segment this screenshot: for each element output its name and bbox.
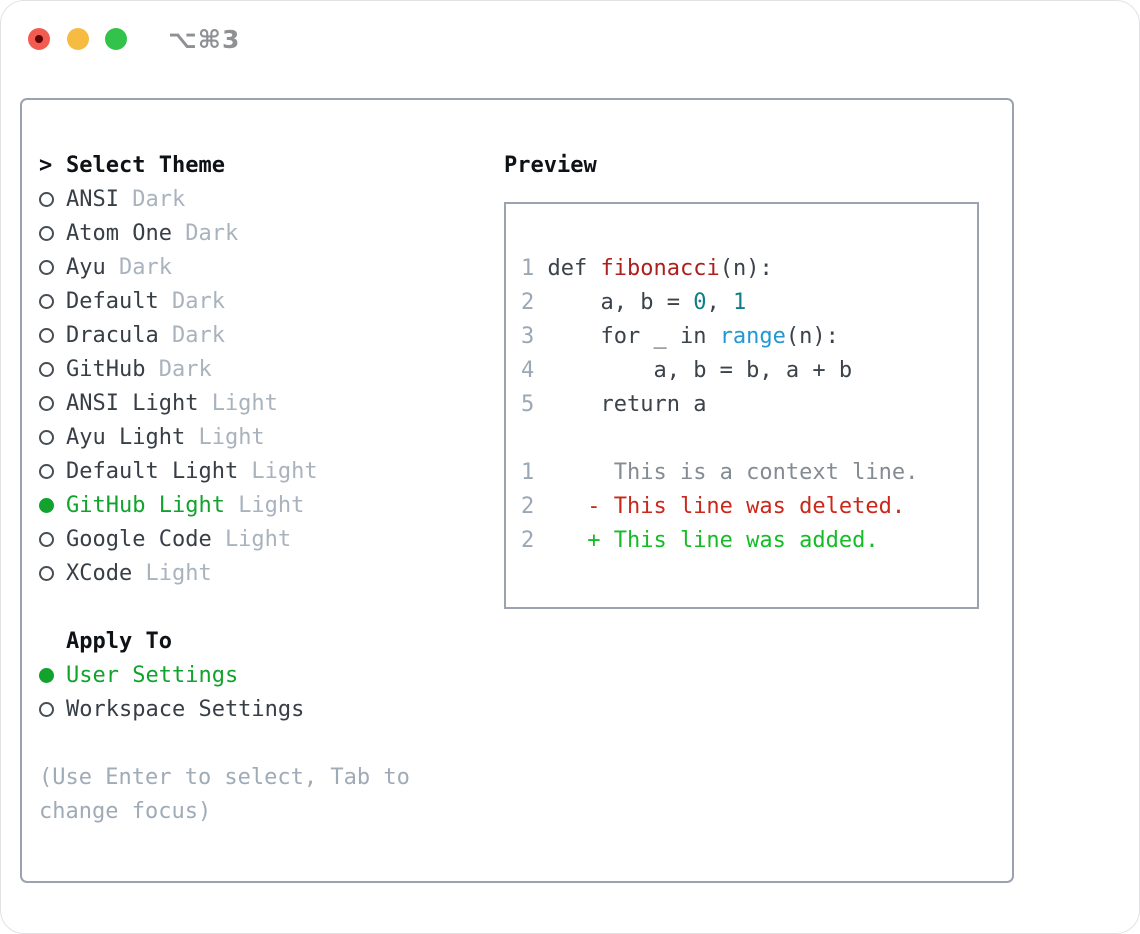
option-tag: Light <box>211 391 278 416</box>
theme-option-google-code[interactable]: Google Code Light <box>39 523 489 557</box>
titlebar: ⌥⌘3 <box>1 1 1139 76</box>
select-theme-header-row: > Select Theme <box>39 149 489 183</box>
radio-icon <box>39 702 54 717</box>
preview-header-row: Preview <box>504 149 994 183</box>
code-line: 1 def fibonacci(n): <box>521 256 773 281</box>
apply-option-user-settings[interactable]: User Settings <box>39 659 489 693</box>
zoom-button[interactable] <box>105 28 127 50</box>
radio-icon <box>39 328 54 343</box>
code-line: 3 for _ in range(n): <box>521 324 839 349</box>
option-label: Ayu Light <box>66 425 186 450</box>
code-line: 2 - This line was deleted. <box>521 494 906 519</box>
radio-icon <box>39 498 54 513</box>
option-tag: Light <box>238 493 305 518</box>
option-label: User Settings <box>66 663 239 688</box>
option-label: Google Code <box>66 527 212 552</box>
unsaved-changes-dot <box>35 35 43 43</box>
theme-option-default-light[interactable]: Default Light Light <box>39 455 489 489</box>
option-label: Default <box>66 289 159 314</box>
option-label: ANSI <box>66 187 119 212</box>
apply-option-workspace-settings[interactable]: Workspace Settings <box>39 693 489 727</box>
code-line: 1 This is a context line. <box>521 460 919 485</box>
apply-to-header: Apply To <box>66 629 172 654</box>
option-label: Default Light <box>66 459 239 484</box>
code-line: 5 return a <box>521 392 707 417</box>
option-tag: Dark <box>171 323 225 348</box>
preview-box: 1 def fibonacci(n): 2 a, b = 0, 1 3 for _ … <box>504 202 979 609</box>
radio-icon <box>39 532 54 547</box>
radio-icon <box>39 226 54 241</box>
radio-icon <box>39 430 54 445</box>
theme-option-ayu-light[interactable]: Ayu Light Light <box>39 421 489 455</box>
radio-icon <box>39 362 54 377</box>
option-label: XCode <box>66 561 133 586</box>
theme-option-atom-one[interactable]: Atom One Dark <box>39 217 489 251</box>
preview-column: Preview 1 def fibonacci(n): 2 a, b = 0, 1… <box>504 149 994 609</box>
theme-option-xcode[interactable]: XCode Light <box>39 557 489 591</box>
option-label: Ayu <box>66 255 106 280</box>
theme-option-default[interactable]: Default Dark <box>39 285 489 319</box>
radio-icon <box>39 294 54 309</box>
close-button[interactable] <box>28 28 50 50</box>
theme-option-ansi-light[interactable]: ANSI Light Light <box>39 387 489 421</box>
radio-icon <box>39 668 54 683</box>
radio-icon <box>39 566 54 581</box>
option-label: Atom One <box>66 221 172 246</box>
option-label: GitHub Light <box>66 493 225 518</box>
option-label: Dracula <box>66 323 159 348</box>
preview-header: Preview <box>504 153 597 178</box>
hint-text: (Use Enter to select, Tab to change focu… <box>39 765 410 824</box>
option-tag: Light <box>198 425 265 450</box>
option-tag: Dark <box>132 187 186 212</box>
radio-icon <box>39 464 54 479</box>
theme-option-github-light[interactable]: GitHub Light Light <box>39 489 489 523</box>
minimize-button[interactable] <box>67 28 89 50</box>
option-label: Workspace Settings <box>66 697 305 722</box>
theme-option-dracula[interactable]: Dracula Dark <box>39 319 489 353</box>
spacer <box>39 727 489 761</box>
option-label: GitHub <box>66 357 146 382</box>
radio-icon <box>39 192 54 207</box>
radio-icon <box>39 260 54 275</box>
spacer <box>39 591 489 625</box>
option-tag: Dark <box>118 255 172 280</box>
theme-option-github[interactable]: GitHub Dark <box>39 353 489 387</box>
prompt-cursor-icon: > <box>39 153 53 178</box>
window-title: ⌥⌘3 <box>168 25 241 54</box>
code-line: 2 + This line was added. <box>521 528 879 553</box>
option-tag: Light <box>224 527 292 552</box>
option-tag: Light <box>251 459 318 484</box>
option-tag: Dark <box>158 357 212 382</box>
radio-icon <box>39 396 54 411</box>
theme-option-ansi[interactable]: ANSI Dark <box>39 183 489 217</box>
code-line <box>521 422 967 456</box>
select-theme-header: Select Theme <box>66 153 225 178</box>
option-tag: Dark <box>185 221 239 246</box>
apply-to-list: User Settings Workspace Settings <box>39 659 489 727</box>
code-line: 4 a, b = b, a + b <box>521 358 853 383</box>
theme-list: ANSI Dark Atom One Dark Ayu Dark Default… <box>39 183 489 591</box>
apply-to-header-row: Apply To <box>39 625 489 659</box>
code-line: 2 a, b = 0, 1 <box>521 290 747 315</box>
theme-picker-panel: > Select Theme ANSI Dark Atom One Dark A… <box>20 98 1014 883</box>
theme-list-column: > Select Theme ANSI Dark Atom One Dark A… <box>39 149 489 829</box>
theme-option-ayu[interactable]: Ayu Dark <box>39 251 489 285</box>
option-tag: Dark <box>171 289 225 314</box>
option-label: ANSI Light <box>66 391 199 416</box>
option-tag: Light <box>145 561 212 586</box>
